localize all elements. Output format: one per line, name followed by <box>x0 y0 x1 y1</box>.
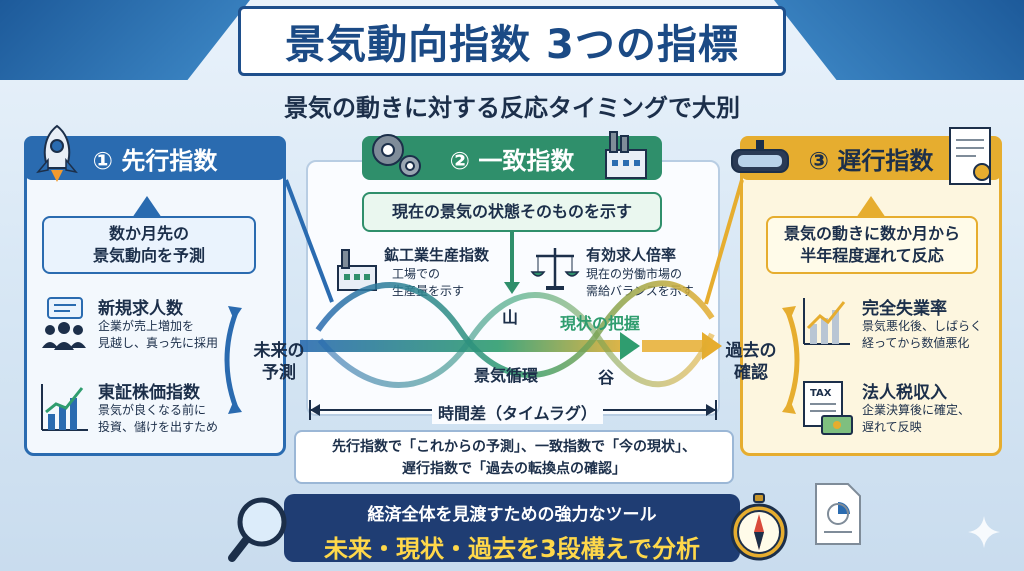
leading-callout-line1: 数か月先の <box>108 224 189 243</box>
leading-connector <box>284 179 334 303</box>
lagging-callout-pointer <box>856 196 886 218</box>
leading-item-2-desc-line1: 景気が良くなる前に <box>98 403 207 417</box>
lagging-callout-line1: 景気の動きに数か月から <box>783 224 960 243</box>
rearview-mirror-icon <box>731 140 789 173</box>
lagging-item-2-desc-line2: 遅れて反映 <box>862 420 922 434</box>
leading-item-2-desc: 景気が良くなる前に 投資、儲けを出すため <box>98 402 218 436</box>
coincident-header-label: ② 一致指数 <box>449 146 575 175</box>
leading-item-2-desc-line2: 投資、儲けを出すため <box>98 420 219 434</box>
factory-icon <box>605 131 647 179</box>
coincident-callout: 現在の景気の状態そのものを示す <box>362 192 662 232</box>
coincident-item-2-desc-line1: 現在の労働市場の <box>586 267 683 281</box>
title-box: 景気動向指数 3つの指標 <box>238 6 786 76</box>
summary-note-line1: 先行指数で「これからの予測」、一致指数で「今の現状」、 <box>332 439 696 455</box>
tax-document-icon: TAX <box>803 381 853 435</box>
stock-chart-icon <box>41 384 88 431</box>
lagging-item-1-desc: 景気悪化後、しばらく 経ってから数値悪化 <box>862 318 982 352</box>
lagging-arrow-label-line2: 確認 <box>734 363 768 383</box>
lagging-callout: 景気の動きに数か月から 半年程度遅れて反応 <box>766 216 978 274</box>
unemployment-chart-icon <box>803 298 850 345</box>
leading-arrow-label: 未来の 予測 <box>244 340 314 384</box>
leading-header-label: ① 先行指数 <box>92 146 218 175</box>
cycle-wave-2 <box>317 292 715 388</box>
banner-line1: 経済全体を見渡すための強力なツール <box>367 505 657 525</box>
lagging-curve-arrow <box>785 311 800 409</box>
balance-scale-icon <box>530 248 580 290</box>
magnifying-glass-icon <box>228 497 287 562</box>
report-document-icon <box>815 483 861 545</box>
page-subtitle: 景気の動きに対する反応タイミングで大別 <box>284 94 740 122</box>
conclusion-banner: 経済全体を見渡すための強力なツール 未来・現状・過去を3段構えで分析 <box>284 494 740 563</box>
lagging-arrow-label: 過去の 確認 <box>716 340 786 384</box>
lagging-item-2-desc-line1: 企業決算後に確定、 <box>862 403 971 417</box>
coincident-item-2-title: 有効求人倍率 <box>586 246 677 264</box>
factory-production-icon <box>337 249 377 291</box>
rocket-icon <box>36 124 78 182</box>
coincident-callout-text: 現在の景気の状態そのものを示す <box>391 202 632 221</box>
leading-item-1-title: 新規求人数 <box>98 299 183 319</box>
leading-callout: 数か月先の 景気動向を予測 <box>42 216 256 274</box>
leading-item-1-desc-line1: 企業が売上増加を <box>98 319 195 333</box>
cycle-wave-1 <box>315 280 715 378</box>
business-cycle-wave-diagram <box>224 179 800 420</box>
people-chat-icon <box>42 297 86 350</box>
cycle-label: 景気循環 <box>474 366 539 385</box>
leading-callout-pointer <box>132 196 162 218</box>
lagging-item-1-desc-line2: 経ってから数値悪化 <box>862 336 970 350</box>
gears-icon <box>372 134 421 177</box>
leading-arrow-label-line2: 予測 <box>262 363 296 383</box>
lagging-header-label: ③ 遅行指数 <box>808 146 934 175</box>
lagging-callout-line2: 半年程度遅れて反応 <box>800 246 944 265</box>
leading-curve-arrow <box>224 311 239 409</box>
compass-icon <box>730 493 788 561</box>
lagging-connector <box>704 179 744 305</box>
current-state-label: 現状の把握 <box>560 314 641 333</box>
coincident-item-1-title: 鉱工業生産指数 <box>384 246 490 264</box>
lagging-arrow-label-line1: 過去の <box>725 341 777 361</box>
sparkle-icon <box>968 516 1000 548</box>
lagging-item-1-desc-line1: 景気悪化後、しばらく <box>862 319 983 333</box>
trough-label: 谷 <box>598 368 615 387</box>
leading-item-1-desc-line2: 見越し、真っ先に採用 <box>98 336 219 350</box>
lagging-item-2-title: 法人税収入 <box>862 383 947 403</box>
lagging-item-2-desc: 企業決算後に確定、 遅れて反映 <box>862 402 970 436</box>
lagging-item-1-title: 完全失業率 <box>862 299 947 319</box>
certificate-document-icon <box>949 127 991 185</box>
banner-line2: 未来・現状・過去を3段構えで分析 <box>324 535 700 563</box>
leading-item-2-title: 東証株価指数 <box>98 383 200 403</box>
leading-callout-line2: 景気動向を予測 <box>92 246 205 265</box>
peak-label: 山 <box>502 308 519 327</box>
tax-label: TAX <box>810 388 832 399</box>
lagging-panel <box>740 138 1002 456</box>
summary-note: 先行指数で「これからの予測」、一致指数で「今の現状」、 遅行指数で「過去の転換点… <box>294 430 734 484</box>
leading-arrow-label-line1: 未来の <box>253 341 305 361</box>
summary-note-line2: 遅行指数で「過去の転換点の確認」 <box>402 461 626 477</box>
leading-item-1-desc: 企業が売上増加を 見越し、真っ先に採用 <box>98 318 218 352</box>
timelag-label: 時間差（タイムラグ） <box>432 400 603 424</box>
coincident-item-1-desc-line1: 工場での <box>392 267 441 281</box>
page-title: 景気動向指数 3つの指標 <box>285 22 739 68</box>
